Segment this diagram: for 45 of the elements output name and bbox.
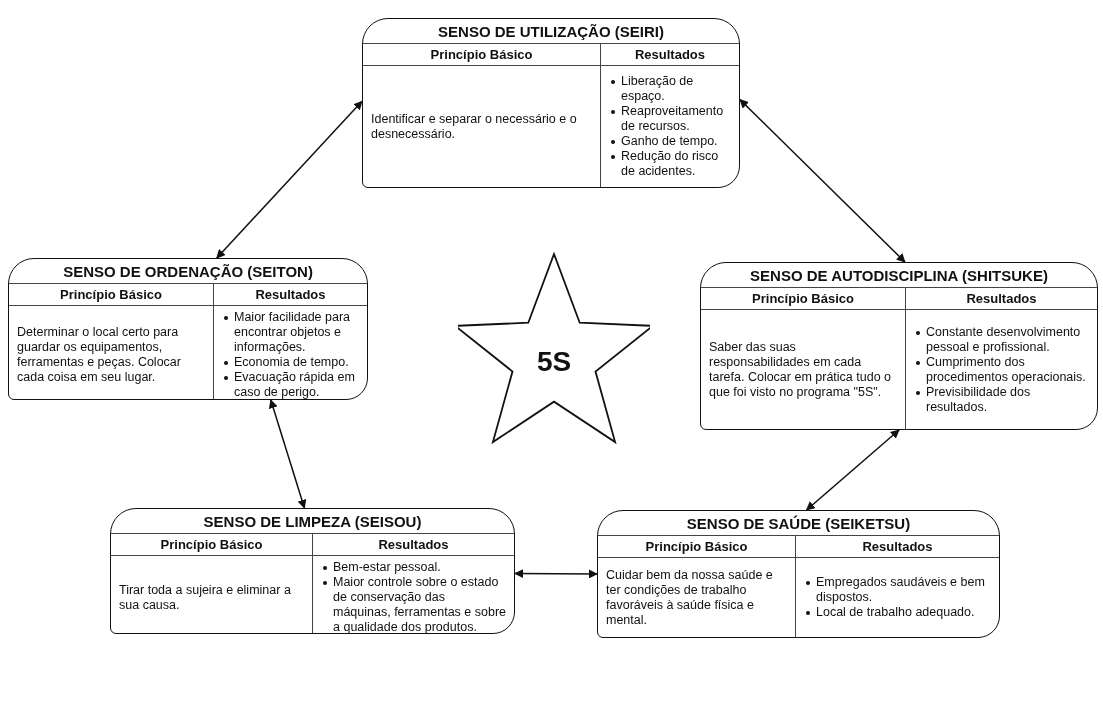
- table-card: [362, 18, 740, 188]
- bullet-item: Ganho de tempo.: [621, 134, 718, 149]
- bullet-item: Previsibilidade dos resultados.: [926, 384, 1032, 415]
- double-arrow: [216, 100, 363, 259]
- bullet-item: Economia de tempo.: [234, 355, 349, 370]
- column-heading: Princípio Básico: [701, 288, 906, 309]
- card-title: SENSO DE SAÚDE (SEIKETSU): [598, 511, 999, 536]
- principle-text: Saber das suas responsabilidades em cada tarefa. Colocar em prática tudo o que foi visto no programa "5S".: [709, 339, 893, 400]
- column-heading: Princípio Básico: [363, 44, 601, 65]
- column-heading: Resultados: [965, 290, 1038, 308]
- bullet-item: Constante desenvolvimento pessoal e profissional.: [926, 324, 1082, 355]
- column-heading: Princípio Básico: [9, 284, 214, 305]
- card-title: SENSO DE ORDENAÇÃO (SEITON): [9, 259, 367, 284]
- column-heading: Resultados: [633, 46, 707, 64]
- bullet-item: Maior controle sobre o estado de conservação das máquinas, ferramentas e sobre a qualidade dos produtos.: [333, 575, 506, 633]
- column-heading: Princípio Básico: [598, 536, 796, 557]
- column-heading: Resultados: [254, 286, 327, 304]
- bullet-item: Redução do risco de acidentes.: [621, 149, 720, 179]
- table-card: [700, 262, 1098, 430]
- card-title: SENSO DE AUTODISCIPLINA (SHITSUKE): [701, 263, 1097, 288]
- double-arrow: [805, 429, 900, 511]
- bullet-item: Empregados saudáveis e bem dispostos.: [816, 575, 986, 605]
- table-card: [8, 258, 368, 400]
- principle-text: Cuidar bem da nossa saúde e ter condições de trabalho favoráveis à saúde física e mental.: [606, 567, 774, 628]
- principle-text: Determinar o local certo para guardar os equipamentos, ferramentas e peças. Colocar cada coisa em seu lugar.: [17, 325, 182, 385]
- bullet-item: Liberação de espaço.: [621, 74, 695, 104]
- principle-text: Identificar e separar o necessário e o desnecessário.: [371, 111, 578, 142]
- column-heading: Princípio Básico: [111, 534, 313, 555]
- bullet-item: Cumprimento dos procedimentos operacionais.: [926, 354, 1087, 385]
- double-arrow: [268, 399, 307, 509]
- card-title: SENSO DE LIMPEZA (SEISOU): [111, 509, 514, 534]
- card-title: SENSO DE UTILIZAÇÃO (SEIRI): [363, 19, 739, 44]
- double-arrow: [514, 569, 598, 579]
- bullet-item: Maior facilidade para encontrar objetos e informações.: [234, 310, 352, 355]
- star-label: 5S: [537, 346, 572, 378]
- table-card: [597, 510, 1000, 638]
- table-card: [110, 508, 515, 634]
- column-heading: Resultados: [377, 536, 450, 554]
- bullet-item: Local de trabalho adequado.: [816, 605, 975, 620]
- principle-text: Tirar toda a sujeira e eliminar a sua causa.: [119, 582, 292, 613]
- double-arrow: [739, 98, 906, 263]
- bullet-item: Bem-estar pessoal.: [333, 560, 441, 575]
- column-heading: Resultados: [861, 538, 934, 556]
- bullet-item: Reaproveitamento de recursos.: [621, 104, 725, 134]
- bullet-item: Evacuação rápida em caso de perigo.: [234, 370, 356, 399]
